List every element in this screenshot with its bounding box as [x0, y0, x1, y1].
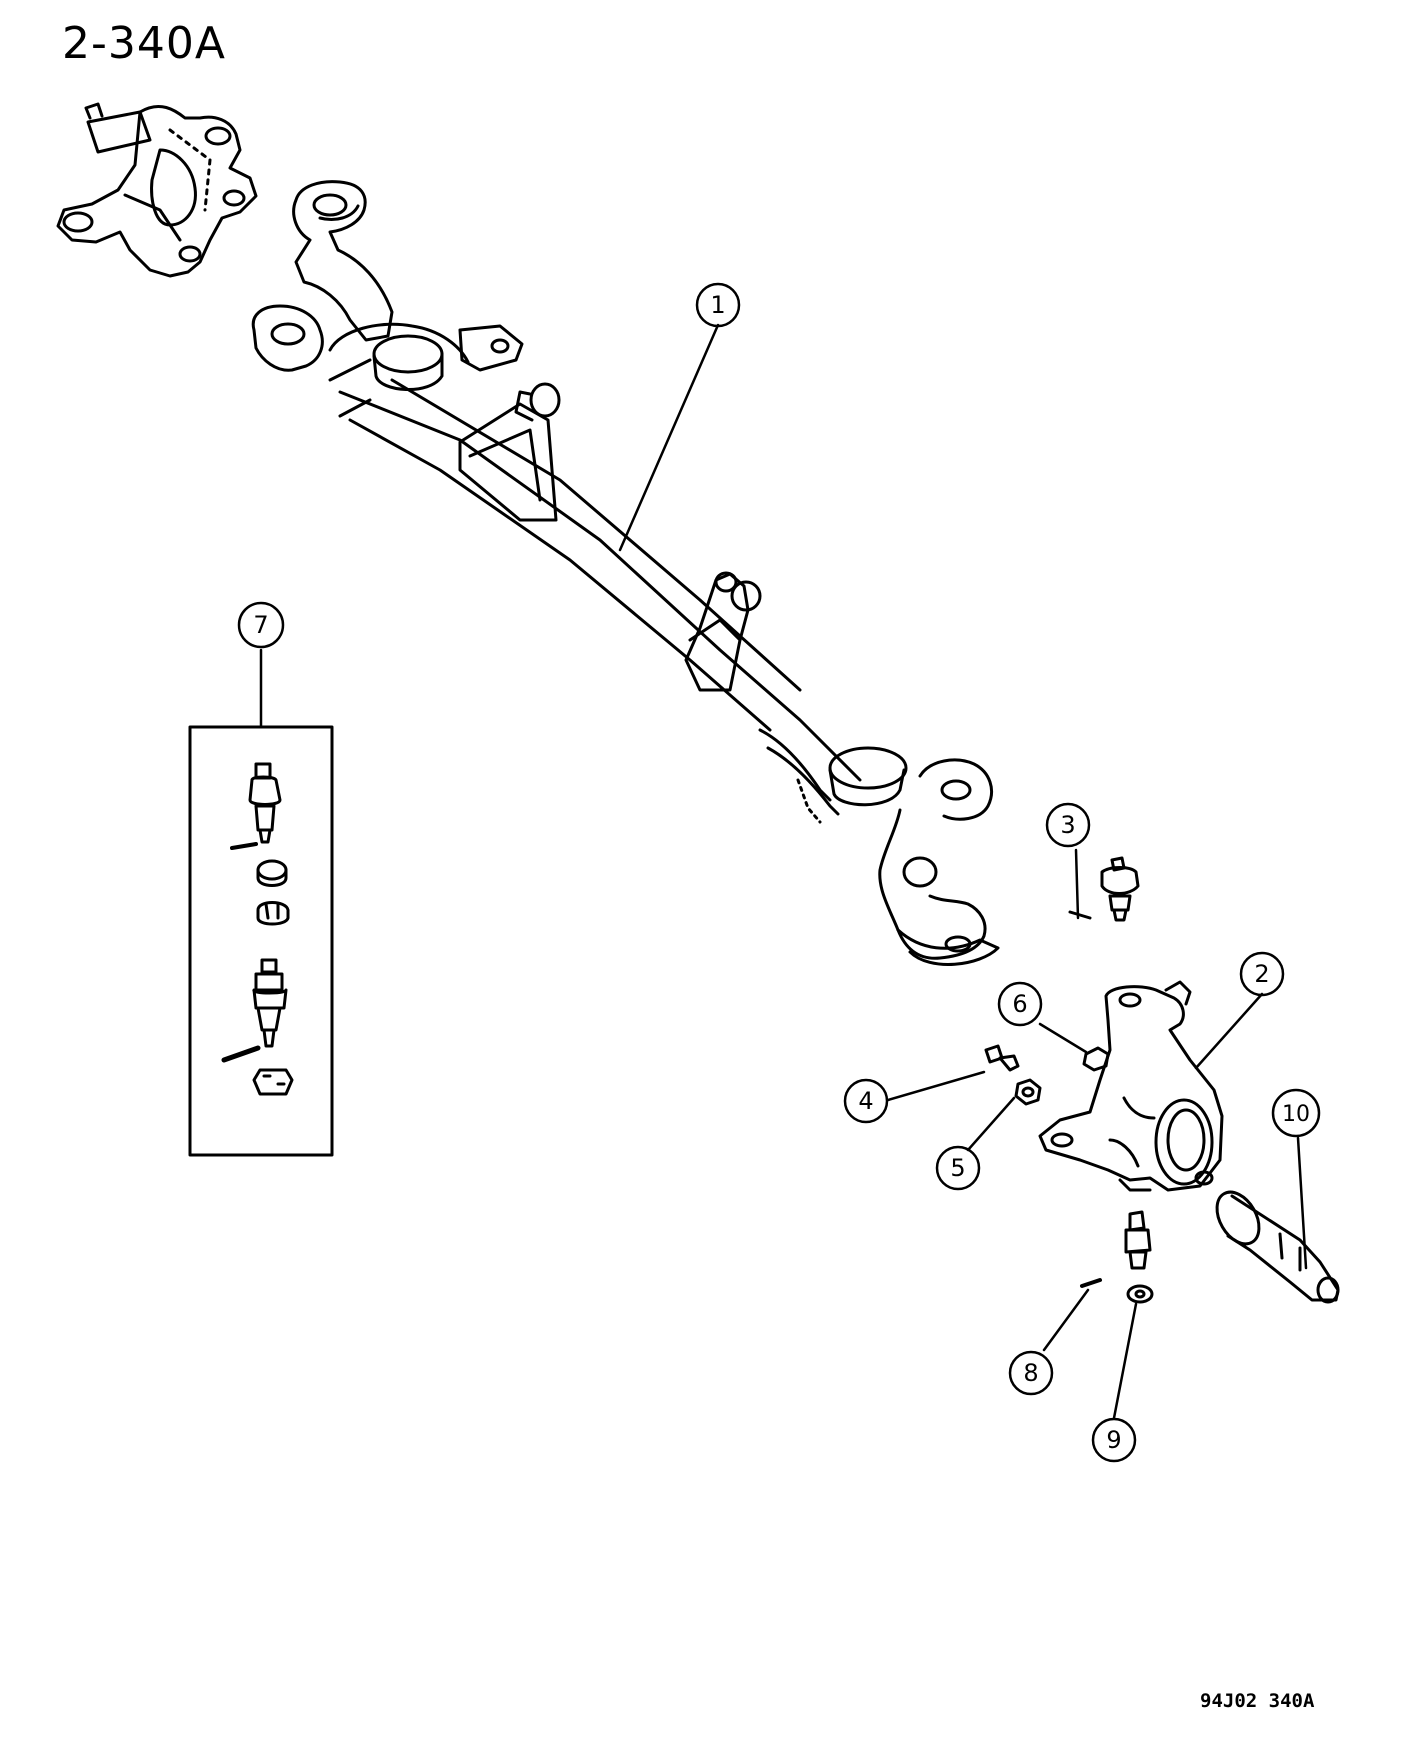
callout-1: 1 [695, 282, 741, 328]
ball-joint-lower [221, 958, 294, 1096]
callout-4: 4 [843, 1078, 889, 1124]
callout-6-circle [997, 981, 1043, 1027]
callout-5: 5 [935, 1145, 981, 1191]
ball-joint-part-3 [1068, 856, 1140, 922]
bolt-part-4 [984, 1044, 1020, 1072]
callout-8-circle [1008, 1350, 1054, 1396]
callout-3-circle [1045, 802, 1091, 848]
callout-10: 10 [1271, 1088, 1321, 1138]
callout-2-label: 2 [1254, 960, 1269, 988]
callout-3-label: 3 [1060, 811, 1075, 839]
callout-10-label: 10 [1282, 1102, 1310, 1127]
steering-knuckle-right [1038, 980, 1224, 1192]
ball-joint-kit-box [188, 725, 334, 1157]
callout-8: 8 [1008, 1350, 1054, 1396]
callout-9-circle [1091, 1417, 1137, 1463]
callout-1-label: 1 [710, 291, 725, 319]
callout-7-circle [237, 601, 285, 649]
page-title: 2-340A [62, 18, 226, 69]
steering-knuckle-left [56, 102, 258, 278]
callout-9-label: 9 [1106, 1426, 1121, 1454]
lower-ball-joint-stud [1124, 1210, 1152, 1270]
nut-part-6 [1082, 1046, 1110, 1072]
callout-4-circle [843, 1078, 889, 1124]
callout-7: 7 [237, 601, 285, 649]
callout-1-circle [695, 282, 741, 328]
callout-6: 6 [997, 981, 1043, 1027]
callout-6-label: 6 [1012, 990, 1027, 1018]
callout-5-circle [935, 1145, 981, 1191]
callout-2: 2 [1239, 951, 1285, 997]
ball-joint-upper [230, 762, 290, 926]
nut-part-5 [1014, 1078, 1042, 1106]
callout-7-label: 7 [253, 611, 268, 639]
callout-2-circle [1239, 951, 1285, 997]
spindle-part-10 [1215, 1190, 1340, 1304]
callout-10-circle [1271, 1088, 1321, 1138]
callout-8-label: 8 [1023, 1359, 1038, 1387]
diagram-code: 94J02 340A [1200, 1690, 1315, 1712]
washer-part-9 [1126, 1284, 1154, 1304]
cotter-pin-part-8 [1080, 1278, 1102, 1288]
callout-4-label: 4 [858, 1087, 873, 1115]
callout-3: 3 [1045, 802, 1091, 848]
callout-5-label: 5 [950, 1154, 965, 1182]
leader-lines [259, 323, 1308, 1420]
axle-housing [251, 180, 1000, 966]
callout-9: 9 [1091, 1417, 1137, 1463]
